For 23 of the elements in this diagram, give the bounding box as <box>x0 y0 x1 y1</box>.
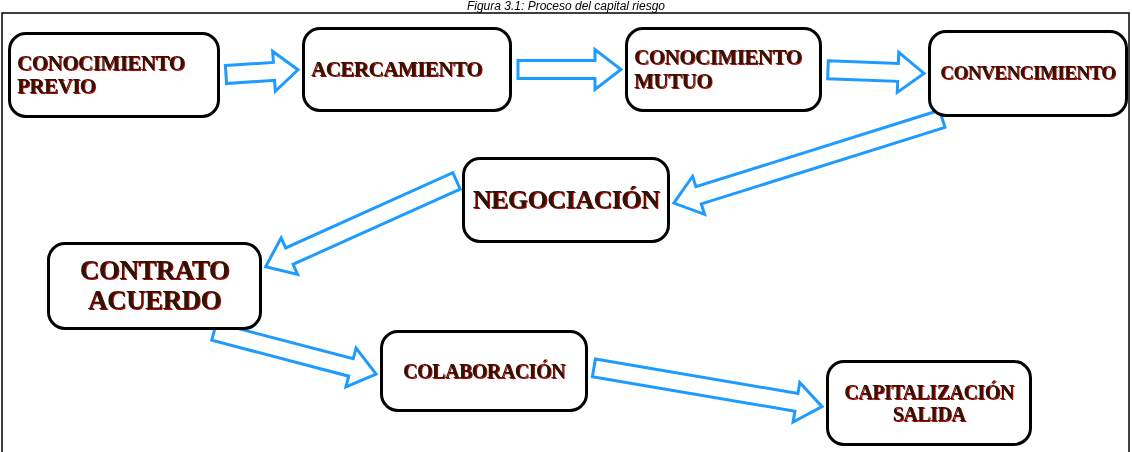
process-box <box>625 27 822 112</box>
block-arrow <box>516 46 624 93</box>
step-label: CAPITALIZACIÓN SALIDA <box>843 381 1015 425</box>
block-arrow <box>263 170 463 277</box>
process-box <box>826 360 1032 446</box>
step-label: COLABORACIÓN <box>402 360 566 382</box>
process-box <box>380 330 588 412</box>
process-box <box>928 30 1128 117</box>
block-arrow <box>223 48 301 95</box>
block-arrow <box>826 49 927 96</box>
process-box <box>47 242 262 330</box>
block-arrow <box>671 108 947 217</box>
step-label: CONOCIMIENTO PREVIO <box>17 51 186 99</box>
step-label: ACERCAMIENTO <box>311 57 483 82</box>
process-box <box>8 32 220 118</box>
process-box <box>462 157 670 243</box>
figure-title: Figura 3.1: Proceso del capital riesgo <box>466 0 666 12</box>
process-box <box>302 27 512 112</box>
step-label: CONTRATO ACUERDO <box>78 256 231 316</box>
step-label: NEGOCIACIÓN <box>471 185 661 215</box>
step-label: CONOCIMIENTO MUTUO <box>634 46 803 93</box>
step-label: CONVENCIMIENTO <box>939 63 1117 84</box>
block-arrow <box>590 357 825 425</box>
